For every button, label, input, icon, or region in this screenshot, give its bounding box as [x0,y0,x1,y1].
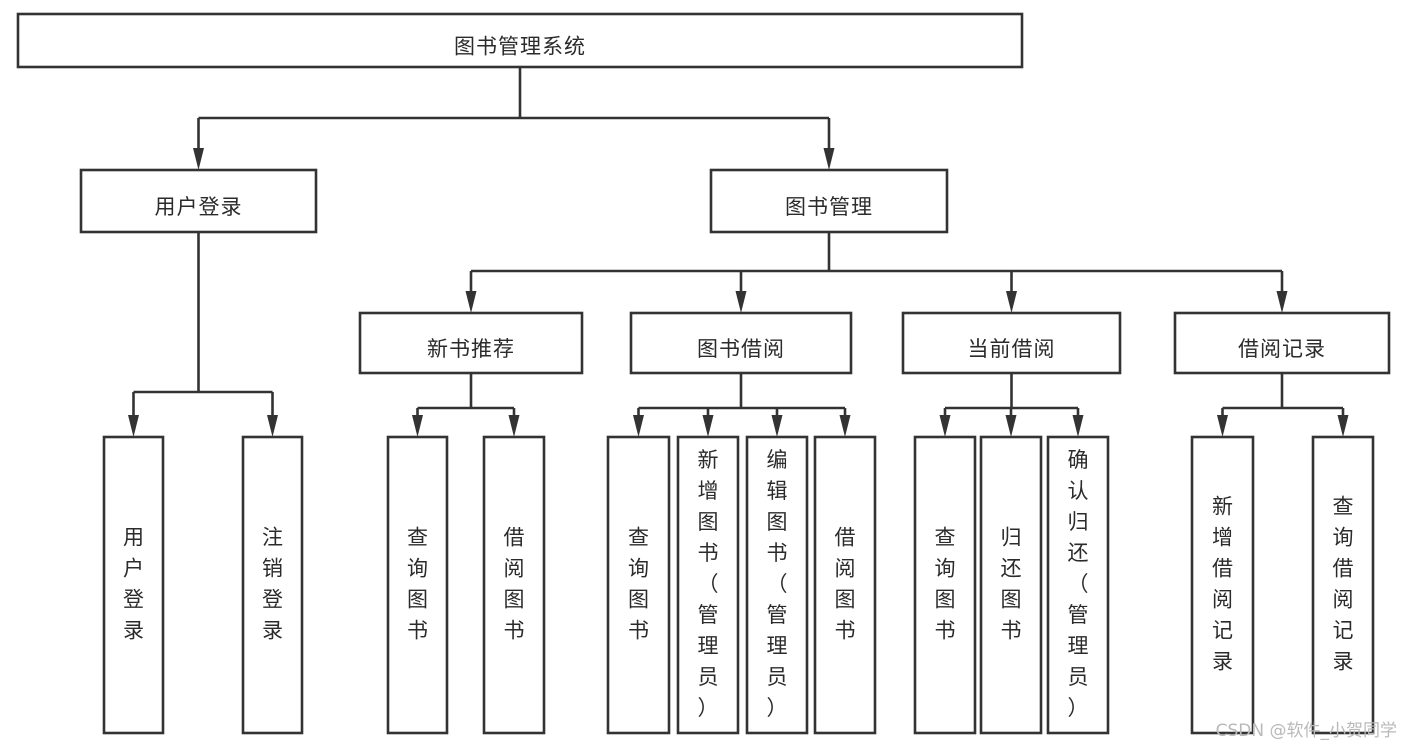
node-current-borrow[interactable]: 当前借阅 [901,311,1122,375]
node-box-leaf-rec-query-book [386,435,449,735]
node-box-book-borrow [629,311,853,375]
arrow-head-leaf-bb-edit-book [771,415,783,437]
node-label-leaf-bb-add-book: 新增图书（管理员） [698,448,719,720]
node-box-book-manage [709,168,949,234]
node-label-leaf-cb-query-book: 查询图书 [935,526,956,643]
node-user-login[interactable]: 用户登录 [79,168,318,234]
arrow-head-leaf-user-login [128,415,139,437]
arrow-head-leaf-cb-query-book [939,415,951,437]
node-label-leaf-user-logout: 注销登录 [262,526,283,643]
arrow-head-leaf-cb-return-book [1005,415,1017,437]
arrow-head-book-borrow [735,291,747,313]
node-label-leaf-cb-return-book: 归还图书 [1001,526,1022,643]
node-box-leaf-rec-borrow-book [482,435,546,735]
arrow-head-leaf-bb-query-book [633,415,644,437]
node-label-leaf-bb-edit-book: 编辑图书（管理员） [767,448,788,720]
node-box-user-login [79,168,318,234]
node-leaf-user-login[interactable]: 用户登录 [102,435,165,735]
node-leaf-cb-return-book[interactable]: 归还图书 [979,435,1043,735]
node-new-book-rec[interactable]: 新书推荐 [358,311,584,375]
node-leaf-rec-query-book[interactable]: 查询图书 [386,435,449,735]
node-box-leaf-bb-edit-book [745,435,809,735]
node-root[interactable]: 图书管理系统 [16,12,1024,69]
node-label-leaf-br-query-record: 查询借阅记录 [1333,495,1354,674]
arrow-head-leaf-bb-add-book [702,415,714,437]
arrow-head-leaf-bb-borrow-book [839,415,851,437]
node-label-leaf-cb-confirm-return: 确认归还（管理员） [1068,448,1089,720]
node-label-leaf-br-add-record: 新增借阅记录 [1212,495,1233,674]
arrow-head-leaf-cb-confirm-return [1072,415,1084,437]
node-label-leaf-bb-query-book: 查询图书 [628,526,649,643]
node-label-root: 图书管理系统 [454,35,586,59]
node-label-new-book-rec: 新书推荐 [427,337,515,361]
node-box-current-borrow [901,311,1122,375]
node-leaf-rec-borrow-book[interactable]: 借阅图书 [482,435,546,735]
node-label-current-borrow: 当前借阅 [968,337,1056,361]
arrow-head-leaf-user-logout [267,415,278,437]
arrow-head-new-book-rec [465,291,477,313]
node-leaf-bb-edit-book[interactable]: 编辑图书（管理员） [745,435,809,735]
node-book-manage[interactable]: 图书管理 [709,168,949,234]
node-leaf-br-query-record[interactable]: 查询借阅记录 [1311,435,1375,735]
node-box-leaf-bb-borrow-book [813,435,877,735]
nodes-layer: 图书管理系统用户登录图书管理新书推荐图书借阅当前借阅借阅记录用户登录注销登录查询… [16,12,1391,735]
node-leaf-bb-add-book[interactable]: 新增图书（管理员） [676,435,740,735]
arrow-head-leaf-rec-borrow-book [508,415,520,437]
arrow-head-leaf-rec-query-book [412,415,423,437]
node-box-leaf-user-login [102,435,165,735]
node-leaf-bb-query-book[interactable]: 查询图书 [606,435,671,735]
node-label-leaf-rec-borrow-book: 借阅图书 [504,526,525,643]
arrow-head-leaf-br-add-record [1217,415,1228,437]
node-book-borrow[interactable]: 图书借阅 [629,311,853,375]
node-box-leaf-br-query-record [1311,435,1375,735]
node-box-leaf-cb-return-book [979,435,1043,735]
node-label-book-manage: 图书管理 [785,195,873,219]
node-leaf-cb-query-book[interactable]: 查询图书 [913,435,977,735]
arrow-head-book-manage [823,148,835,170]
node-label-user-login: 用户登录 [155,195,243,219]
node-label-leaf-rec-query-book: 查询图书 [407,526,428,643]
arrow-head-borrow-record [1276,291,1288,313]
arrow-head-leaf-br-query-record [1337,415,1349,437]
node-label-book-borrow: 图书借阅 [697,337,785,361]
node-box-leaf-cb-confirm-return [1046,435,1110,735]
node-label-leaf-bb-borrow-book: 借阅图书 [835,526,856,643]
node-box-leaf-bb-add-book [676,435,740,735]
node-leaf-cb-confirm-return[interactable]: 确认归还（管理员） [1046,435,1110,735]
node-leaf-user-logout[interactable]: 注销登录 [241,435,304,735]
edges-layer [128,67,1349,437]
node-leaf-br-add-record[interactable]: 新增借阅记录 [1190,435,1255,735]
node-box-leaf-user-logout [241,435,304,735]
node-borrow-record[interactable]: 借阅记录 [1173,311,1391,375]
watermark-text: CSDN @软件_小贺同学 [1215,721,1397,741]
node-leaf-bb-borrow-book[interactable]: 借阅图书 [813,435,877,735]
node-box-root [16,12,1024,69]
node-label-borrow-record: 借阅记录 [1238,337,1326,361]
node-box-leaf-bb-query-book [606,435,671,735]
node-box-leaf-br-add-record [1190,435,1255,735]
arrow-head-user-login [193,148,204,170]
node-box-new-book-rec [358,311,584,375]
node-box-borrow-record [1173,311,1391,375]
node-box-leaf-cb-query-book [913,435,977,735]
arrow-head-current-borrow [1006,291,1017,313]
node-label-leaf-user-login: 用户登录 [123,526,144,643]
